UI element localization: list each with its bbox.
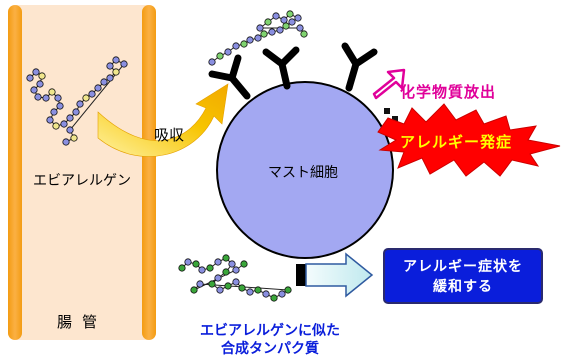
intestine-lumen xyxy=(16,5,149,340)
bead xyxy=(82,94,90,102)
bead xyxy=(178,264,186,272)
bead xyxy=(232,278,240,286)
mast-cell-label: マスト細胞 xyxy=(268,165,338,181)
bead xyxy=(240,40,248,48)
bead xyxy=(224,48,232,56)
absorption-arrow xyxy=(97,83,229,157)
symptom-relief-box: アレルギー症状を 緩和する xyxy=(383,248,543,304)
allergen-chain-icon xyxy=(26,56,128,146)
bead xyxy=(208,58,216,66)
intestine-allergen-label: エビアレルゲン xyxy=(33,173,131,189)
bead xyxy=(196,280,204,288)
bead xyxy=(88,90,96,98)
bead xyxy=(48,88,56,96)
bead xyxy=(60,120,68,128)
bead xyxy=(224,282,232,290)
bead xyxy=(276,26,284,34)
block-arrow-icon xyxy=(296,252,374,298)
bead xyxy=(222,268,230,276)
bead xyxy=(286,10,294,18)
bead xyxy=(52,122,60,130)
bead xyxy=(106,74,114,82)
allergen-chain-icon xyxy=(208,10,308,66)
bead xyxy=(94,84,102,92)
bead xyxy=(232,42,240,50)
bead xyxy=(32,68,40,76)
bead xyxy=(260,30,268,38)
bead xyxy=(190,286,198,294)
bead xyxy=(112,68,120,76)
bead xyxy=(294,14,302,22)
bead xyxy=(228,260,236,268)
bead xyxy=(112,56,120,64)
bead xyxy=(280,16,288,24)
bead xyxy=(216,52,224,60)
bead xyxy=(282,22,290,30)
allergy-onset-label: アレルギー発症 xyxy=(400,133,513,151)
bead xyxy=(184,258,192,266)
bead xyxy=(120,60,128,68)
gut-label: 腸管 xyxy=(56,313,107,331)
bead xyxy=(56,102,64,110)
bead xyxy=(222,254,230,262)
bead xyxy=(268,28,276,36)
bead xyxy=(296,24,304,32)
explosion-icon xyxy=(377,103,561,177)
bead xyxy=(254,34,262,42)
bead xyxy=(36,80,44,88)
bead xyxy=(70,134,78,142)
bead xyxy=(240,260,248,268)
bead xyxy=(50,108,58,116)
bead xyxy=(288,18,296,26)
receptor-icon xyxy=(208,42,378,100)
bead xyxy=(264,18,272,26)
bead xyxy=(198,266,206,274)
bead xyxy=(214,274,222,282)
bead xyxy=(278,290,286,298)
intestine-wall-right xyxy=(142,5,156,340)
bead xyxy=(62,138,70,146)
bead xyxy=(106,62,114,70)
bead xyxy=(192,260,200,268)
bead xyxy=(72,108,80,116)
bead xyxy=(46,116,54,124)
bead xyxy=(272,12,280,20)
bead xyxy=(26,74,34,82)
bead xyxy=(206,264,214,272)
bead xyxy=(54,94,62,102)
bead xyxy=(300,30,308,38)
bead xyxy=(270,294,278,302)
symptom-relief-line2: 緩和する xyxy=(433,279,493,295)
symptom-relief-line1: アレルギー症状を xyxy=(403,259,523,275)
bead xyxy=(100,78,108,86)
bead xyxy=(34,93,42,101)
bead xyxy=(208,280,216,288)
allergen-chain-icon xyxy=(178,254,292,302)
bead xyxy=(66,114,74,122)
bead xyxy=(262,290,270,298)
synthetic-protein-label: エビアレルゲンに似た 合成タンパク質 xyxy=(170,322,370,358)
bead xyxy=(214,258,222,266)
chemical-release-arrow-icon xyxy=(372,68,406,100)
bead xyxy=(256,24,264,32)
synthetic-protein-line1: エビアレルゲンに似た xyxy=(200,323,340,339)
bead xyxy=(76,100,84,108)
bead xyxy=(238,284,246,292)
bead xyxy=(246,288,254,296)
bead xyxy=(232,266,240,274)
bead xyxy=(284,286,292,294)
bead xyxy=(66,126,74,134)
bead xyxy=(254,286,262,294)
bead xyxy=(246,36,254,44)
chemical-release-label: 化学物質放出 xyxy=(400,83,497,101)
bead xyxy=(38,72,46,80)
bead xyxy=(216,286,224,294)
bead xyxy=(42,94,50,102)
absorption-label: 吸収 xyxy=(154,126,185,144)
bead xyxy=(30,86,38,94)
mast-cell xyxy=(216,81,394,259)
intestine-wall-left xyxy=(8,5,22,340)
synthetic-protein-line2: 合成タンパク質 xyxy=(221,341,319,357)
